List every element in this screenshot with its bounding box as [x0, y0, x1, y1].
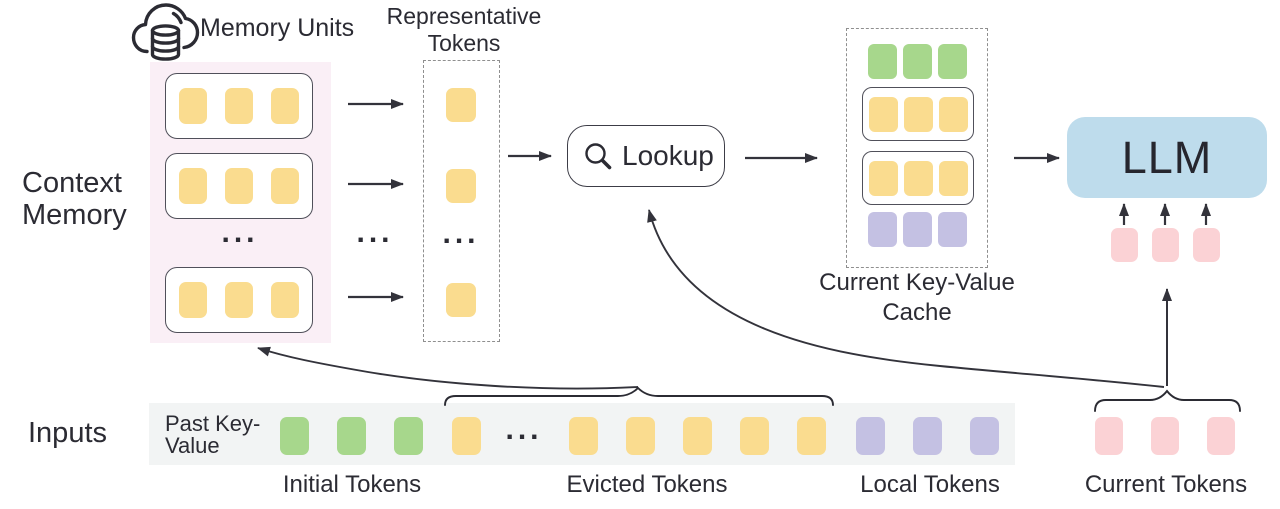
token [913, 417, 942, 455]
token [1111, 228, 1138, 262]
current-tokens-label: Current Tokens [1084, 471, 1248, 498]
local-tokens-group [856, 417, 999, 455]
past-kv-label: Past Key-Value [165, 411, 261, 458]
representative-token [446, 169, 476, 203]
representative-token [446, 88, 476, 122]
memory-unit-tokens [166, 154, 312, 218]
cloud-database-icon [131, 3, 200, 61]
evicted-tokens-head [452, 417, 481, 455]
lookup-label: Lookup [622, 140, 714, 171]
current-tokens-brace [1094, 389, 1241, 412]
llm-input-tokens [1111, 228, 1220, 262]
token [740, 417, 769, 455]
token [856, 417, 885, 455]
token [1152, 228, 1179, 262]
search-icon [585, 143, 612, 170]
between-boxes-ellipsis: ... [356, 216, 394, 249]
token [446, 169, 476, 203]
representative-ellipsis: ... [442, 217, 480, 250]
token [179, 282, 207, 318]
memory-unit-tokens [166, 74, 312, 138]
token [225, 282, 253, 318]
representative-token [446, 283, 476, 317]
cache-initial-tokens-row [868, 44, 967, 79]
token [446, 88, 476, 122]
inputs-section-label: Inputs [28, 417, 107, 449]
token [280, 417, 309, 455]
token [1151, 417, 1179, 455]
context-memory-panel: ... [150, 62, 331, 343]
context-memory-label: Context Memory [22, 167, 127, 231]
token [179, 168, 207, 204]
memory-unit-card [165, 153, 313, 219]
token [1095, 417, 1123, 455]
current-kv-cache-box [846, 28, 988, 268]
local-tokens-label: Local Tokens [860, 471, 1000, 498]
token [903, 44, 932, 79]
llm-box: LLM [1067, 117, 1267, 198]
evicted-tokens-label: Evicted Tokens [566, 471, 728, 498]
token [446, 283, 476, 317]
memory-unit-card [165, 73, 313, 139]
cache-unit-tokens [868, 96, 968, 132]
current-kv-cache-label: Current Key-Value Cache [819, 269, 1015, 326]
lookup-button: Lookup [567, 125, 725, 187]
token [271, 168, 299, 204]
token [683, 417, 712, 455]
token [970, 417, 999, 455]
token [452, 417, 481, 455]
memory-units-label: Memory Units [200, 14, 355, 42]
representative-tokens-box: ... [423, 60, 500, 342]
token [179, 88, 207, 124]
token [1193, 228, 1220, 262]
token [938, 160, 968, 196]
representative-tokens-label: Representative Tokens [386, 3, 542, 56]
token [271, 88, 299, 124]
token [903, 160, 933, 196]
memory-unit-tokens [166, 268, 312, 332]
token [938, 212, 967, 247]
token [225, 168, 253, 204]
token [271, 282, 299, 318]
token [337, 417, 366, 455]
memory-units-ellipsis: ... [221, 216, 259, 249]
token [569, 417, 598, 455]
token [626, 417, 655, 455]
current-tokens-group [1095, 417, 1235, 455]
evicted-to-memory-curve [257, 346, 639, 390]
token [797, 417, 826, 455]
evicted-tokens-group [569, 417, 826, 455]
cache-memory-unit-card [862, 87, 974, 141]
token [225, 88, 253, 124]
token [938, 44, 967, 79]
token [903, 96, 933, 132]
token [1207, 417, 1235, 455]
token [868, 212, 897, 247]
past-kv-strip: Past Key-Value ... [149, 403, 1015, 465]
token [903, 212, 932, 247]
token [938, 96, 968, 132]
strip-ellipsis: ... [505, 413, 543, 446]
cache-memory-unit-card [862, 151, 974, 205]
token [868, 44, 897, 79]
cache-unit-tokens [868, 160, 968, 196]
token [868, 96, 898, 132]
memory-unit-card [165, 267, 313, 333]
initial-tokens-label: Initial Tokens [282, 471, 422, 498]
initial-tokens-group [280, 417, 423, 455]
llm-label: LLM [1121, 131, 1213, 183]
token [868, 160, 898, 196]
cache-local-tokens-row [868, 212, 967, 247]
token [394, 417, 423, 455]
